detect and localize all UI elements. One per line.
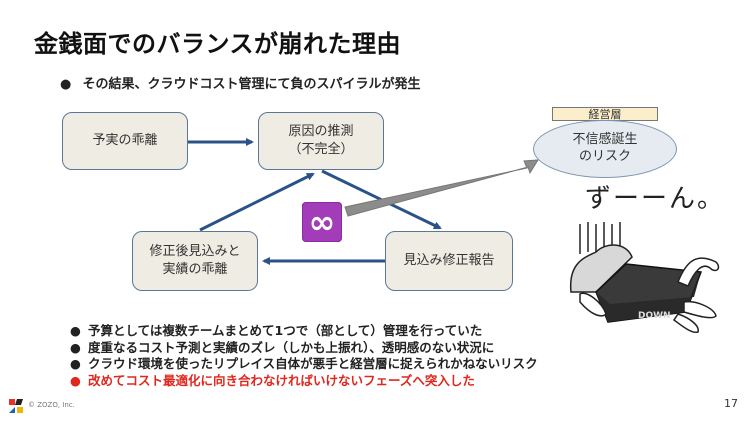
box-revised-gap: 修正後見込みと 実績の乖離 <box>132 231 258 291</box>
illustration-down-label: DOWN <box>638 311 671 321</box>
cat-under-server-illustration: DOWN <box>570 222 720 334</box>
lead-bullet: ● その結果、クラウドコスト管理にて負のスパイラルが発生 <box>60 73 421 92</box>
infinity-icon: ∞ <box>302 202 342 242</box>
box-yojitsu-gap: 予実の乖離 <box>62 112 188 170</box>
box-cause-guess: 原因の推測 （不完全） <box>258 112 384 170</box>
box-forecast-report: 見込み修正報告 <box>385 231 513 291</box>
risk-label-2: のリスク <box>578 149 631 164</box>
box-gap-label-2: 実績の乖離 <box>162 262 228 277</box>
bullet-text: 予算としては複数チームまとめて1つで（部として）管理を行っていた <box>88 323 483 338</box>
bullet-text: クラウド環境を使ったリプレイス自体が悪手と経営層に捉えられかねないリスク <box>88 356 538 371</box>
slide-title: 金銭面でのバランスが崩れた理由 <box>34 30 402 58</box>
bullet-dot: ● <box>70 323 81 338</box>
bullet-item: ● 度重なるコスト予測と実績のズレ（しかも上振れ）、透明感のない状況に <box>70 340 538 357</box>
box-cause-label-1: 原因の推測 <box>288 124 354 140</box>
bullet-text: 改めてコスト最適化に向き合わなければいけないフェーズへ突入した <box>88 372 475 388</box>
bullet-dot: ● <box>70 372 81 388</box>
bullet-item: ● 予算としては複数チームまとめて1つで（部として）管理を行っていた <box>70 323 538 340</box>
onomatopoeia-text: ずーーん。 <box>585 184 726 214</box>
bullet-text: 度重なるコスト予測と実績のズレ（しかも上振れ）、透明感のない状況に <box>88 339 495 355</box>
bullet-item: ● クラウド環境を使ったリプレイス自体が悪手と経営層に捉えられかねないリスク <box>70 356 538 373</box>
risk-label-1: 不信感誕生 <box>572 132 638 148</box>
arrow-gap-to-cause <box>199 172 315 232</box>
box-cause-label-2: （不完全） <box>288 142 354 157</box>
executive-tag: 経営層 <box>552 107 658 121</box>
bullet-dot: ● <box>60 77 72 92</box>
bullet-dot: ● <box>70 339 81 355</box>
page-number: 17 <box>724 397 738 410</box>
distrust-risk-ellipse: 不信感誕生 のリスク <box>533 120 677 178</box>
box-yojitsu-label: 予実の乖離 <box>92 133 158 149</box>
zozo-logo-icon <box>9 399 23 413</box>
copyright-text: © ZOZO, Inc. <box>28 401 75 409</box>
bullet-list: ● 予算としては複数チームまとめて1つで（部として）管理を行っていた ● 度重なるコ… <box>70 323 538 389</box>
bullet-dot: ● <box>70 356 81 371</box>
box-report-label: 見込み修正報告 <box>403 253 495 269</box>
box-gap-label-1: 修正後見込みと <box>149 244 241 260</box>
bullet-item-highlight: ● 改めてコスト最適化に向き合わなければいけないフェーズへ突入した <box>70 373 538 390</box>
lead-bullet-text: その結果、クラウドコスト管理にて負のスパイラルが発生 <box>82 77 421 92</box>
